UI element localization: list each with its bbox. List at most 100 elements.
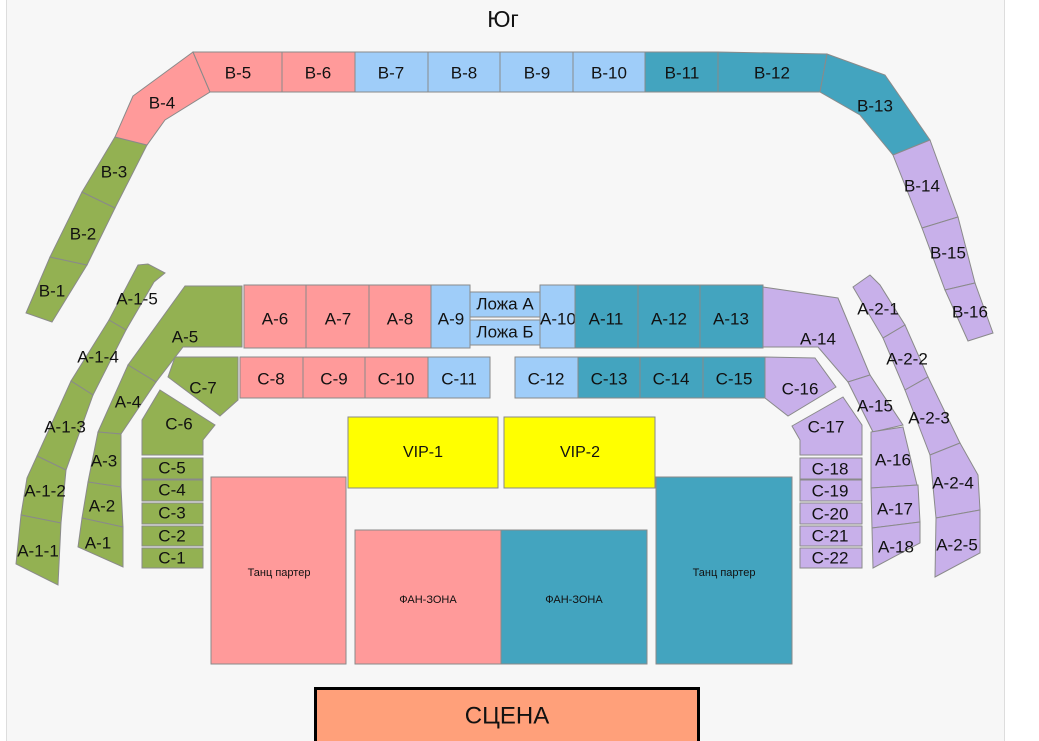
- section-shape[interactable]: [699, 284, 764, 349]
- section-a-2-5[interactable]: A-2-5: [934, 509, 981, 578]
- section-shape[interactable]: [430, 284, 471, 349]
- section-shape[interactable]: [921, 216, 976, 291]
- section-c-5[interactable]: C-5: [141, 457, 204, 480]
- section-a-13[interactable]: A-13: [699, 284, 764, 349]
- section-c-1[interactable]: C-1: [141, 547, 204, 569]
- section-a-8[interactable]: A-8: [368, 284, 432, 349]
- section-shape[interactable]: [799, 525, 863, 547]
- section-shape[interactable]: [819, 53, 931, 156]
- section-a-12[interactable]: A-12: [637, 284, 701, 349]
- section-c-20[interactable]: C-20: [799, 502, 863, 525]
- section-shape[interactable]: [141, 389, 216, 456]
- section-b-8[interactable]: B-8: [427, 51, 501, 93]
- section-c-11[interactable]: C-11: [427, 356, 491, 399]
- section-shape[interactable]: [305, 284, 370, 349]
- section-a-10[interactable]: A-10: [539, 284, 576, 349]
- section-c-19[interactable]: C-19: [799, 479, 863, 502]
- section-фан-зона[interactable]: ФАН-ЗОНА: [354, 529, 502, 665]
- section-shape[interactable]: [141, 547, 204, 569]
- section-c-14[interactable]: C-14: [639, 356, 704, 399]
- section-shape[interactable]: [904, 376, 961, 456]
- section-b-9[interactable]: B-9: [499, 51, 574, 93]
- section-c-3[interactable]: C-3: [141, 502, 204, 525]
- section-shape[interactable]: [514, 356, 579, 399]
- section-танц-партер[interactable]: Танц партер: [210, 476, 347, 665]
- section-b-4[interactable]: B-4: [114, 51, 211, 146]
- section-shape[interactable]: [500, 529, 648, 665]
- section-shape[interactable]: [639, 356, 704, 399]
- section-b-1[interactable]: B-1: [25, 256, 88, 323]
- section-shape[interactable]: [141, 479, 204, 502]
- section-ложа-б[interactable]: Ложа Б: [469, 319, 541, 346]
- section-c-13[interactable]: C-13: [577, 356, 641, 399]
- section-shape[interactable]: [799, 502, 863, 525]
- section-a-16[interactable]: A-16: [870, 426, 918, 489]
- section-shape[interactable]: [577, 356, 641, 399]
- section-vip-1[interactable]: VIP-1: [347, 416, 499, 489]
- section-shape[interactable]: [77, 517, 124, 568]
- section-c-8[interactable]: C-8: [239, 356, 304, 399]
- section-shape[interactable]: [644, 51, 719, 93]
- section-shape[interactable]: [791, 396, 863, 456]
- section-b-16[interactable]: B-16: [944, 282, 994, 342]
- section-shape[interactable]: [944, 282, 994, 342]
- section-b-15[interactable]: B-15: [921, 216, 976, 291]
- section-shape[interactable]: [25, 256, 88, 323]
- section-b-13[interactable]: B-13: [819, 53, 931, 156]
- section-c-22[interactable]: C-22: [799, 547, 863, 569]
- section-shape[interactable]: [243, 284, 307, 349]
- section-shape[interactable]: [141, 525, 204, 547]
- section-shape[interactable]: [847, 374, 904, 433]
- section-shape[interactable]: [929, 442, 981, 519]
- section-a-1[interactable]: A-1: [77, 517, 124, 568]
- section-shape[interactable]: [108, 263, 166, 331]
- section-a-1-4[interactable]: A-1-4: [70, 319, 127, 396]
- section-shape[interactable]: [281, 51, 356, 93]
- section-b-7[interactable]: B-7: [354, 51, 429, 93]
- section-a-2-1[interactable]: A-2-1: [852, 274, 906, 339]
- section-shape[interactable]: [347, 416, 499, 489]
- section-a-6[interactable]: A-6: [243, 284, 307, 349]
- section-a-1-3[interactable]: A-1-3: [36, 380, 94, 471]
- section-shape[interactable]: [141, 457, 204, 480]
- section-a-2-4[interactable]: A-2-4: [929, 442, 981, 519]
- section-b-11[interactable]: B-11: [644, 51, 719, 93]
- section-shape[interactable]: [141, 502, 204, 525]
- section-shape[interactable]: [15, 514, 62, 586]
- section-shape[interactable]: [114, 51, 211, 146]
- section-shape[interactable]: [799, 457, 863, 480]
- section-shape[interactable]: [239, 356, 304, 399]
- section-shape[interactable]: [574, 284, 639, 349]
- section-shape[interactable]: [368, 284, 432, 349]
- section-c-18[interactable]: C-18: [799, 457, 863, 480]
- section-b-12[interactable]: B-12: [717, 51, 828, 93]
- section-c-9[interactable]: C-9: [302, 356, 366, 399]
- section-shape[interactable]: [469, 291, 541, 318]
- section-b-6[interactable]: B-6: [281, 51, 356, 93]
- section-танц-партер[interactable]: Танц партер: [655, 476, 793, 665]
- section-shape[interactable]: [655, 476, 793, 665]
- section-shape[interactable]: [427, 51, 501, 93]
- section-shape[interactable]: [364, 356, 429, 399]
- section-shape[interactable]: [354, 529, 502, 665]
- section-c-10[interactable]: C-10: [364, 356, 429, 399]
- section-a-9[interactable]: A-9: [430, 284, 471, 349]
- section-shape[interactable]: [572, 51, 646, 93]
- section-shape[interactable]: [764, 356, 837, 417]
- section-shape[interactable]: [539, 284, 576, 349]
- section-c-4[interactable]: C-4: [141, 479, 204, 502]
- section-a-1-1[interactable]: A-1-1: [15, 514, 62, 586]
- section-c-2[interactable]: C-2: [141, 525, 204, 547]
- section-фан-зона[interactable]: ФАН-ЗОНА: [500, 529, 648, 665]
- section-b-10[interactable]: B-10: [572, 51, 646, 93]
- section-c-12[interactable]: C-12: [514, 356, 579, 399]
- section-shape[interactable]: [87, 431, 122, 488]
- section-shape[interactable]: [799, 547, 863, 569]
- section-a-17[interactable]: A-17: [870, 484, 921, 529]
- section-a-1-5[interactable]: A-1-5: [108, 263, 166, 331]
- section-shape[interactable]: [852, 274, 906, 339]
- section-ложа-а[interactable]: Ложа А: [469, 291, 541, 318]
- section-shape[interactable]: [702, 356, 766, 399]
- section-shape[interactable]: [799, 479, 863, 502]
- section-c-15[interactable]: C-15: [702, 356, 766, 399]
